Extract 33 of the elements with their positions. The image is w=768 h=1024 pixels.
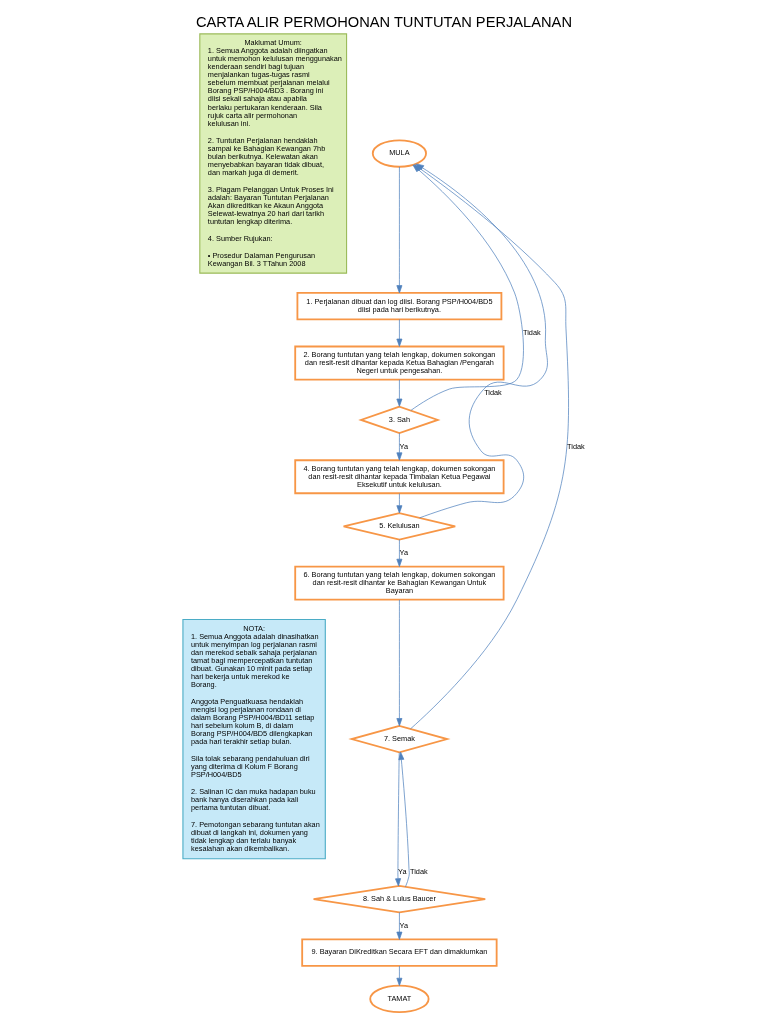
node-box: 4. Borang tuntutan yang telah lengkap, dokumen sokongan dan resit-resit dihantar kepada Timbalan Ketua Pegawai Eksekutif untuk kelulusan.	[294, 459, 505, 495]
edge-label: Tidak	[523, 327, 541, 337]
node-box: 6. Borang tuntutan yang telah lengkap, dokumen sokongan dan resit-resit dihantar ke Bahagian Kewangan Untuk Bayaran	[294, 565, 505, 601]
edge-label: Ya	[399, 441, 409, 451]
edge-label: Ya	[399, 920, 409, 930]
arrow	[396, 319, 403, 347]
node-diamond: 8. Sah & Lulus Baucer	[312, 884, 487, 914]
edge-label: Tidak	[567, 441, 585, 451]
edge-label: Tidak	[410, 867, 428, 877]
diagram-title: CARTA ALIR PERMOHONAN TUNTUTAN PERJALANAN	[196, 13, 572, 30]
arrow	[396, 599, 403, 727]
node-ellipse: TAMAT	[369, 984, 430, 1013]
edge-label: Ya	[398, 867, 407, 877]
arrow	[396, 166, 403, 294]
node-box: Maklumat Umum: 1. Semua Anggota adalah diingatkan untuk memohon kelulusan menggunakan kenderaan sendiri bagi tujuan menjalankan tugas-tugas rasmi sebelum membuat perjalanan melalui Borang PSP/H004/BD3 . Borang ini diisi sekali sahaja atau apabila berlaku pertukaran kenderaan. Sila rujuk carta alir permohonan kelulusan ini. 2. Tuntutan Perjalanan hendaklah sampai ke Bahagian Kewangan 7hb bulan berikutnya. Kelewatan akan menyebabkan bayaran tidak dibuat, dan markah juga di demerit. 3. Piagam Pelanggan Untuk Proses Ini adalah: Bayaran Tuntutan Perjalanan Akan dikreditkan ke Akaun Anggota Selewat-lewatnya 20 hari dari tarikh tuntutan lengkap diterima. 4. Sumber Rujukan: • Prosedur Dalaman Pengurusan Kewangan Bil. 3 TTahun 2008	[199, 33, 348, 274]
edge-label: Ya	[399, 547, 409, 557]
arrow	[396, 912, 403, 940]
arrow	[396, 539, 403, 567]
node-box: 2. Borang tuntutan yang telah lengkap, dokumen sokongan dan resit-resit dihantar kepada Ketua Bahagian /Pengarah Negeri untuk pengesahan.	[294, 345, 505, 381]
edge-label: Tidak	[484, 387, 502, 397]
node-diamond: 3. Sah	[358, 405, 441, 435]
node-box: 9. Bayaran DiKreditkan Secara EFT dan dimaklumkan	[301, 938, 498, 967]
arrow	[396, 379, 403, 407]
node-diamond: 5. Kelulusan	[342, 512, 457, 541]
node-ellipse: MULA	[371, 139, 427, 168]
node-box: NOTA: 1. Semua Anggota adalah dinasihatkan untuk menyimpan log perjalanan rasmi dan merekod sebaik sahaja perjalanan tamat bagi mempercepatkan tuntutan dibuat. Gunakan 10 minit pada setiap hari bekerja untuk merekod ke Borang. Anggota Penguatkuasa hendaklah mengisi log perjalanan rondaan di dalam Borang PSP/H004/BD11 setiap hari sebelum kolum B, di dalam Borang PSP/H004/BD5 dilengkapkan pada hari terakhir setiap bulan. Sila tolak sebarang pendahuluan diri yang diterima di Kolum F Borang PSP/H004/BD5 2. Salinan IC dan muka hadapan buku bank hanya diserahkan pada kali pertama tuntutan dibuat. 7. Pemotongan sebarang tuntutan akan dibuat di langkah ini, dokumen yang tidak lengkap dan terlalu banyak kesalahan akan dikembalikan.	[182, 618, 326, 860]
arrow	[396, 493, 403, 514]
arrow	[395, 752, 401, 887]
node-diamond: 7. Semak	[348, 724, 451, 754]
node-box: 1. Perjalanan dibuat dan log diisi. Borang PSP/H004/BD5 diisi pada hari berikutnya.	[296, 292, 503, 321]
arrow	[396, 432, 403, 461]
arrow	[398, 751, 410, 888]
arrow	[396, 965, 403, 986]
